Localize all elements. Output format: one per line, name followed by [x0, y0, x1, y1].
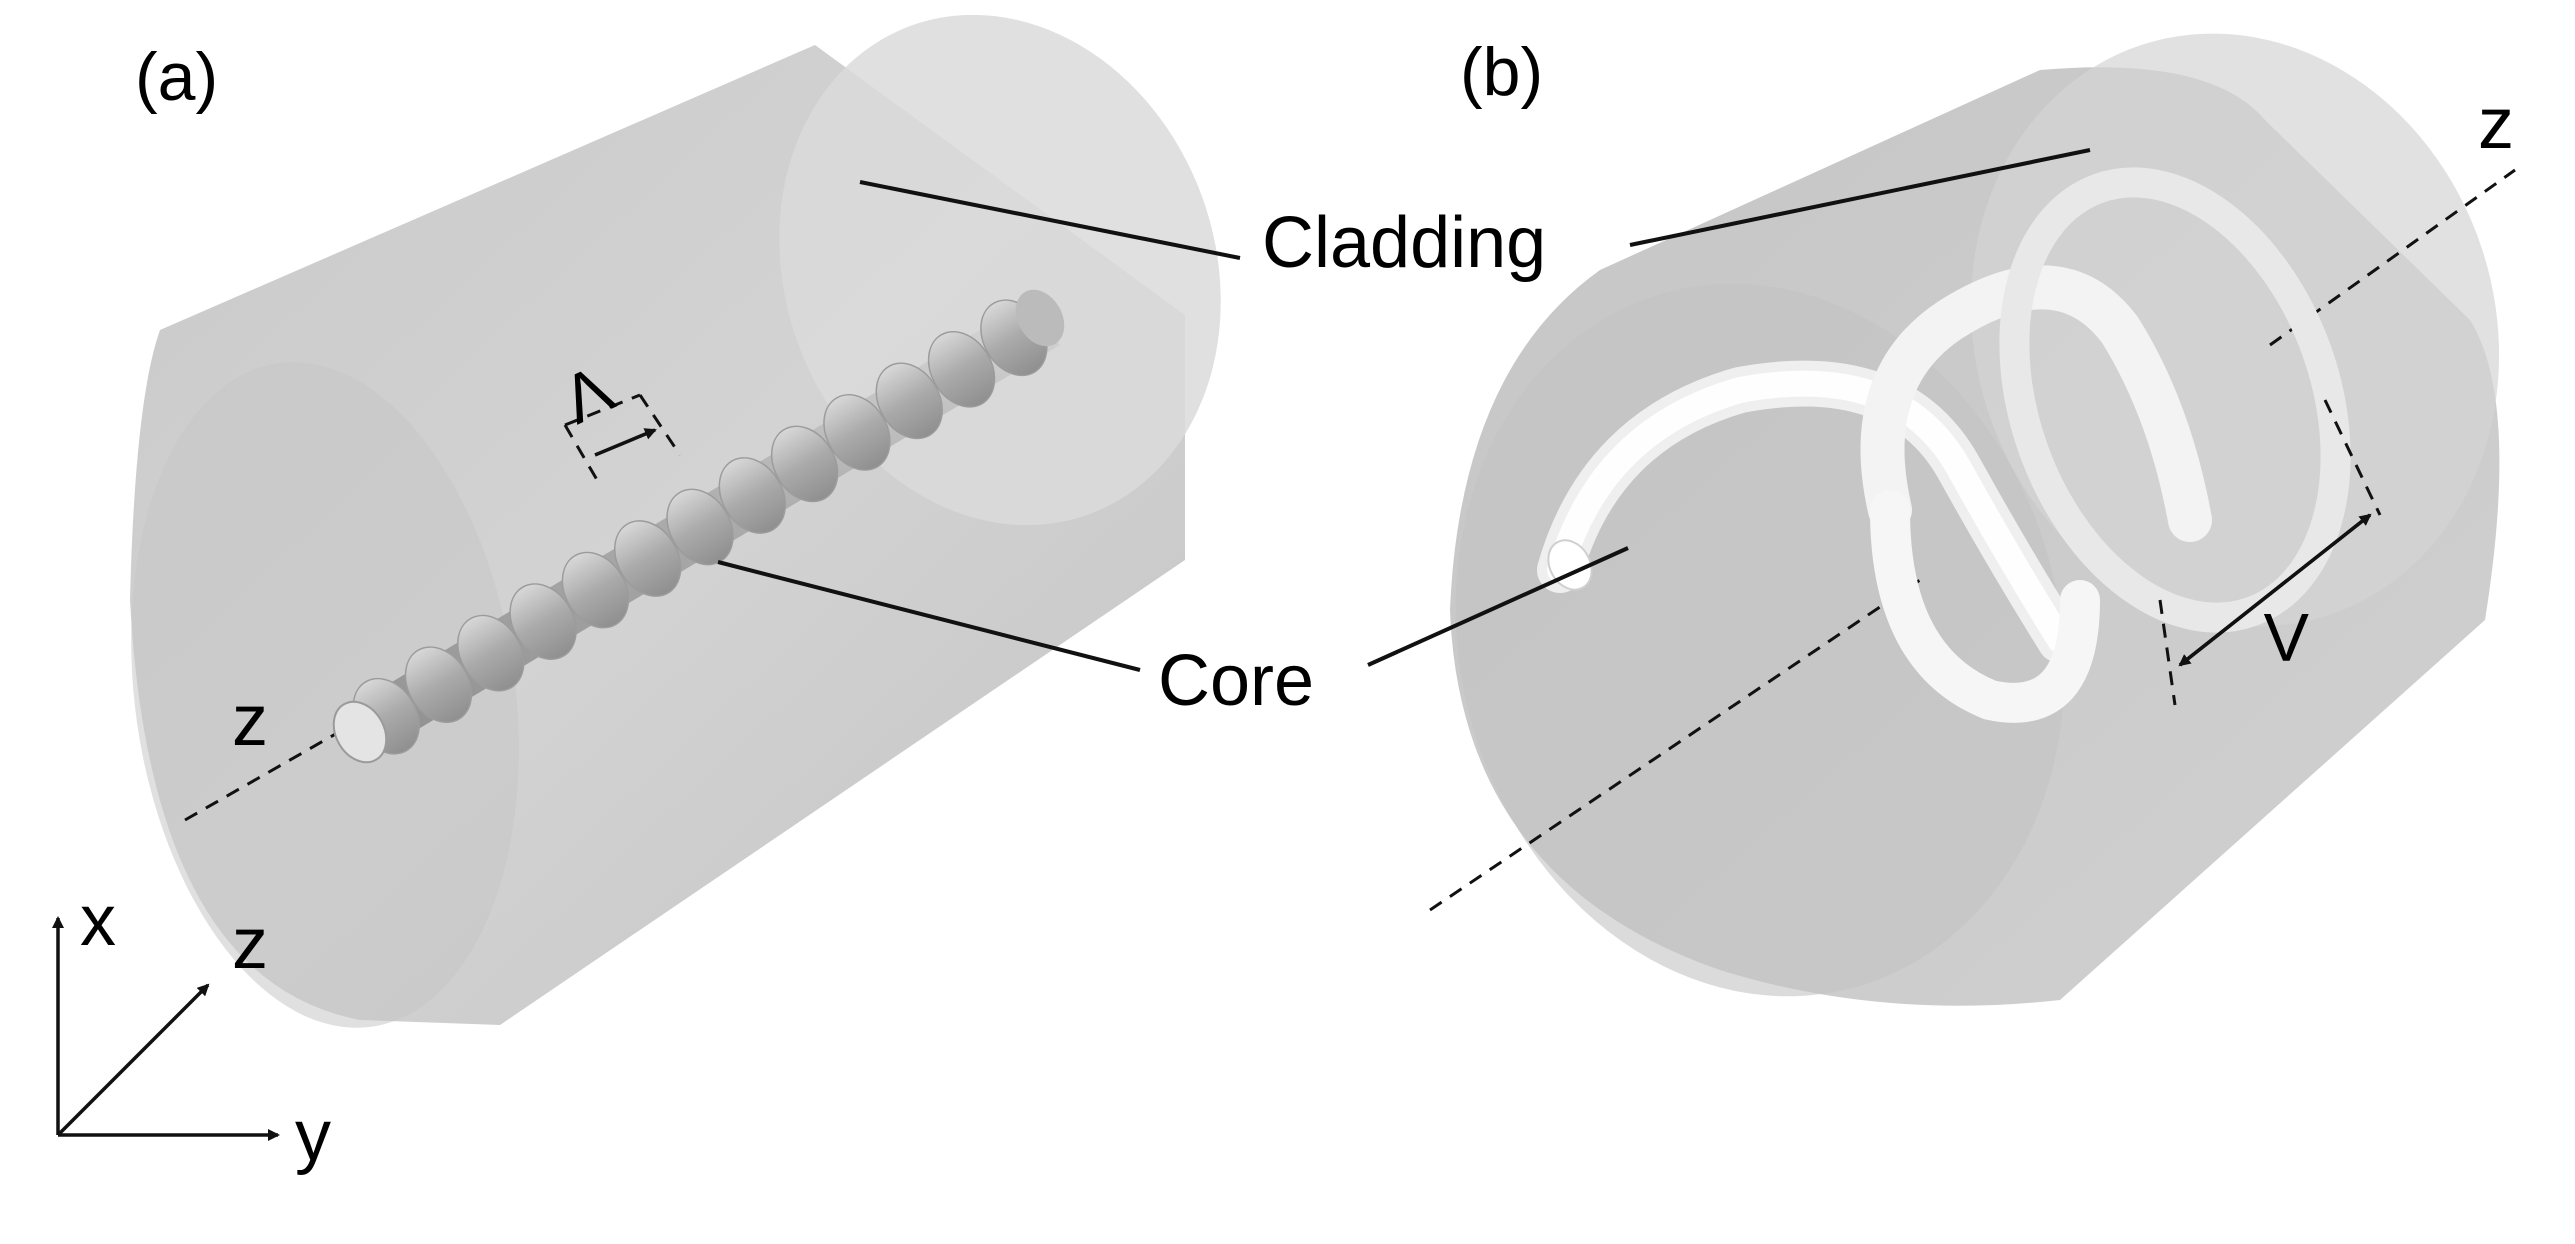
core-corrugation-bump [823, 394, 891, 471]
coordinate-axes: x y z [52, 881, 331, 1176]
core-corrugation-bump [613, 520, 682, 597]
cladding-label: Cladding [1262, 203, 1546, 283]
core-corrugation-bump [457, 614, 525, 692]
helical-core [1537, 167, 2351, 723]
period-symbol-b: Λ [2263, 599, 2309, 675]
z-axis-dashed-a [184, 718, 361, 822]
core-far-end [1015, 289, 1065, 347]
core-corrugation-bump [509, 583, 577, 660]
cladding-front-face-a [131, 362, 519, 1028]
core-end-face [332, 700, 388, 764]
core-corrugation-bump [927, 330, 996, 408]
core-corrugation-bump [561, 551, 630, 629]
axis-label-z: z [232, 904, 268, 984]
axis-label-y: y [295, 1096, 331, 1176]
cladding-callout: Cladding [859, 148, 2091, 283]
axis-label-x: x [80, 881, 116, 961]
core-corrugation-bump [875, 362, 943, 440]
z-label-a: z [232, 681, 268, 761]
period-marker-b: Λ [2158, 399, 2382, 706]
core-label: Core [1158, 641, 1314, 721]
corrugated-core [332, 289, 1065, 764]
core-callout: Core [717, 546, 1629, 721]
panel-a: Λ z (a) [130, 14, 1221, 1028]
core-corrugation-bump [404, 646, 473, 724]
z-label-b: z [2478, 84, 2514, 164]
core-corrugation-bump [770, 425, 839, 503]
panel-label-a: (a) [135, 39, 218, 115]
panel-b: Λ z (b) [1429, 33, 2516, 1006]
z-axis-dashed-b-front [1429, 578, 1921, 912]
panel-label-b: (b) [1460, 34, 1543, 110]
core-corrugation-bump [718, 457, 787, 534]
